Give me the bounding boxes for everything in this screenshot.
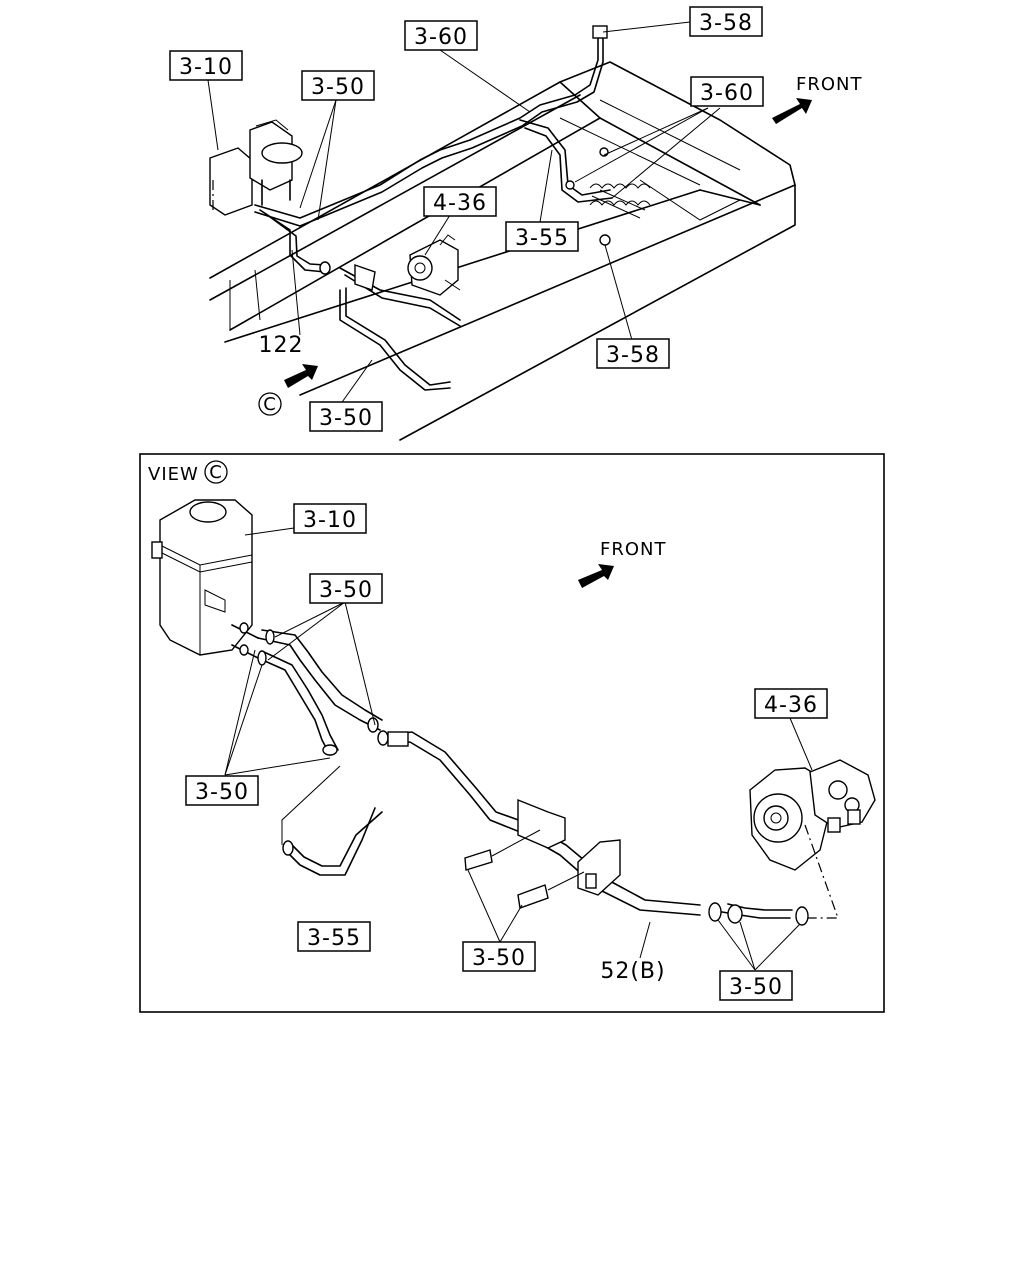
brackets-detail	[464, 798, 621, 909]
callout-52b-detail: 52(B)	[600, 959, 665, 984]
hoses-detail	[257, 629, 809, 926]
svg-text:3-50: 3-50	[319, 578, 373, 603]
callout-3-58-top-a: 3-58	[689, 6, 763, 37]
callout-4-36-detail: 4-36	[754, 688, 828, 719]
svg-text:3-10: 3-10	[179, 55, 233, 80]
svg-text:3-55: 3-55	[307, 926, 361, 951]
svg-text:3-10: 3-10	[303, 508, 357, 533]
view-marker: C	[209, 462, 223, 483]
svg-text:3-60: 3-60	[700, 81, 754, 106]
svg-text:3-50: 3-50	[472, 946, 526, 971]
callout-3-10-top: 3-10	[169, 50, 243, 81]
callout-3-60-top-a: 3-60	[404, 20, 478, 51]
callout-4-36-top: 4-36	[423, 186, 497, 217]
hose-3-55-detail	[281, 765, 383, 876]
view-title: VIEW	[148, 464, 199, 485]
pump-detail	[749, 759, 876, 871]
callout-3-60-top-b: 3-60	[690, 76, 764, 107]
callout-3-50-detail-b: 3-50	[185, 775, 259, 806]
svg-text:122: 122	[259, 333, 304, 358]
svg-text:3-50: 3-50	[311, 75, 365, 100]
svg-text:4-36: 4-36	[433, 191, 487, 216]
svg-text:4-36: 4-36	[764, 693, 818, 718]
callout-122-top: 122	[259, 333, 304, 358]
return-hose-top	[259, 209, 461, 391]
callout-3-55-detail: 3-55	[297, 921, 371, 952]
leader-lines-top	[207, 21, 721, 406]
svg-text:3-58: 3-58	[699, 11, 753, 36]
reservoir-tank-top	[209, 119, 303, 216]
front-label-detail: FRONT	[600, 539, 667, 560]
leader-lines-detail	[224, 527, 839, 971]
svg-text:3-58: 3-58	[606, 343, 660, 368]
svg-text:3-50: 3-50	[729, 975, 783, 1000]
svg-text:52(B): 52(B)	[600, 959, 665, 984]
svg-text:3-50: 3-50	[195, 780, 249, 805]
callout-3-10-detail: 3-10	[293, 503, 367, 534]
callout-3-50-detail-d: 3-50	[719, 970, 793, 1001]
callout-3-55-top: 3-55	[505, 221, 579, 252]
svg-text:3-60: 3-60	[414, 25, 468, 50]
callout-3-50-detail-c: 3-50	[462, 941, 536, 972]
callout-3-50-top-b: 3-50	[309, 401, 383, 432]
view-marker-top: C	[263, 394, 277, 415]
view-c-arrow: C	[258, 364, 318, 416]
front-label-top: FRONT	[796, 74, 863, 95]
chassis-frame	[209, 61, 796, 441]
svg-text:3-50: 3-50	[319, 406, 373, 431]
reservoir-tank-detail	[151, 499, 259, 659]
callout-3-50-top-a: 3-50	[301, 70, 375, 101]
front-arrow-detail: FRONT	[578, 539, 667, 588]
detail-view-frame: VIEW C	[139, 453, 885, 1013]
front-arrow-top: FRONT	[772, 74, 863, 124]
pump-top	[407, 234, 461, 296]
svg-text:3-55: 3-55	[515, 226, 569, 251]
callout-3-50-detail-a: 3-50	[309, 573, 383, 604]
pressure-pipe-top	[254, 25, 651, 246]
callout-3-58-top-b: 3-58	[596, 338, 670, 369]
